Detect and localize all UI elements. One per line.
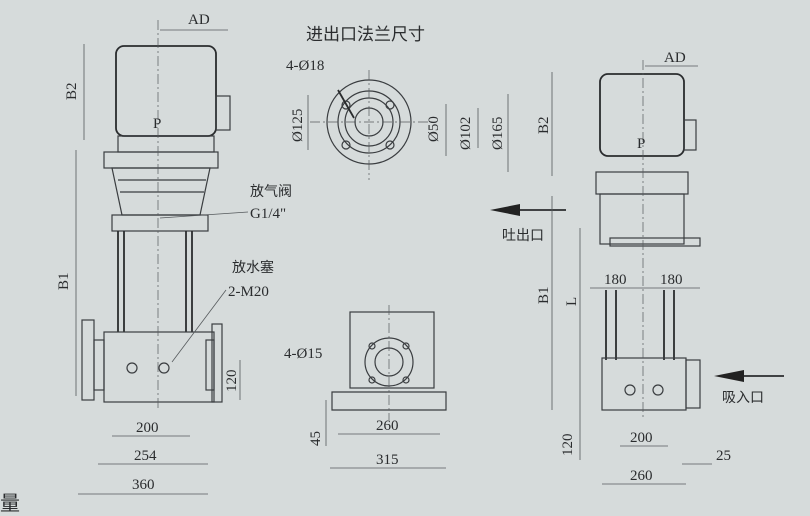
- left-b2-label: B2: [64, 82, 80, 100]
- flange-holes-label: 4-Ø18: [286, 58, 324, 74]
- right-p-label: P: [637, 136, 645, 152]
- base-45-label: 45: [308, 431, 324, 446]
- right-180a-label: 180: [604, 272, 627, 288]
- flange-view: 进出口法兰尺寸 4-Ø18 Ø125 Ø50 Ø102 Ø165: [286, 25, 509, 180]
- base-holes-label: 4-Ø15: [284, 346, 322, 362]
- flange-d50: Ø50: [426, 116, 442, 142]
- flange-title: 进出口法兰尺寸: [306, 25, 425, 45]
- right-260-label: 260: [630, 468, 653, 484]
- right-200-label: 200: [630, 430, 653, 446]
- right-b1-label: B1: [536, 286, 552, 304]
- outlet-label: 吐出口: [502, 228, 544, 244]
- air-valve-label: 放气阀: [250, 184, 292, 200]
- base-260-label: 260: [376, 418, 399, 434]
- left-p-label: P: [153, 116, 161, 132]
- right-pump-view: AD B2 P 吐出口 B1 L 180 180 吸入口 120 200 25 …: [490, 50, 784, 485]
- left-ad-label: AD: [188, 12, 210, 28]
- right-120-label: 120: [560, 434, 576, 457]
- right-ad-label: AD: [664, 50, 686, 66]
- flange-d165: Ø165: [490, 117, 506, 150]
- base-315-label: 315: [376, 452, 399, 468]
- left-b1-label: B1: [56, 272, 72, 290]
- base-view: 4-Ø15 45 260 315: [284, 305, 447, 469]
- left-120-label: 120: [224, 370, 240, 393]
- drain-plug-size: 2-M20: [228, 284, 269, 300]
- inlet-label: 吸入口: [722, 390, 764, 406]
- right-b2-label: B2: [536, 116, 552, 134]
- right-25-label: 25: [716, 448, 731, 464]
- flange-d102: Ø102: [458, 117, 474, 150]
- left-pump-view: AD B2 P 放气阀 G1/4" 放水塞 2-M20 B1 120 200 2…: [56, 12, 292, 495]
- air-valve-size: G1/4": [250, 206, 286, 222]
- left-254-label: 254: [134, 448, 157, 464]
- right-l-label: L: [564, 297, 580, 306]
- left-200-label: 200: [136, 420, 159, 436]
- corner-character: 量: [0, 491, 20, 515]
- flange-d125: Ø125: [290, 109, 306, 142]
- right-180b-label: 180: [660, 272, 683, 288]
- drain-plug-label: 放水塞: [232, 259, 274, 276]
- left-360-label: 360: [132, 477, 155, 493]
